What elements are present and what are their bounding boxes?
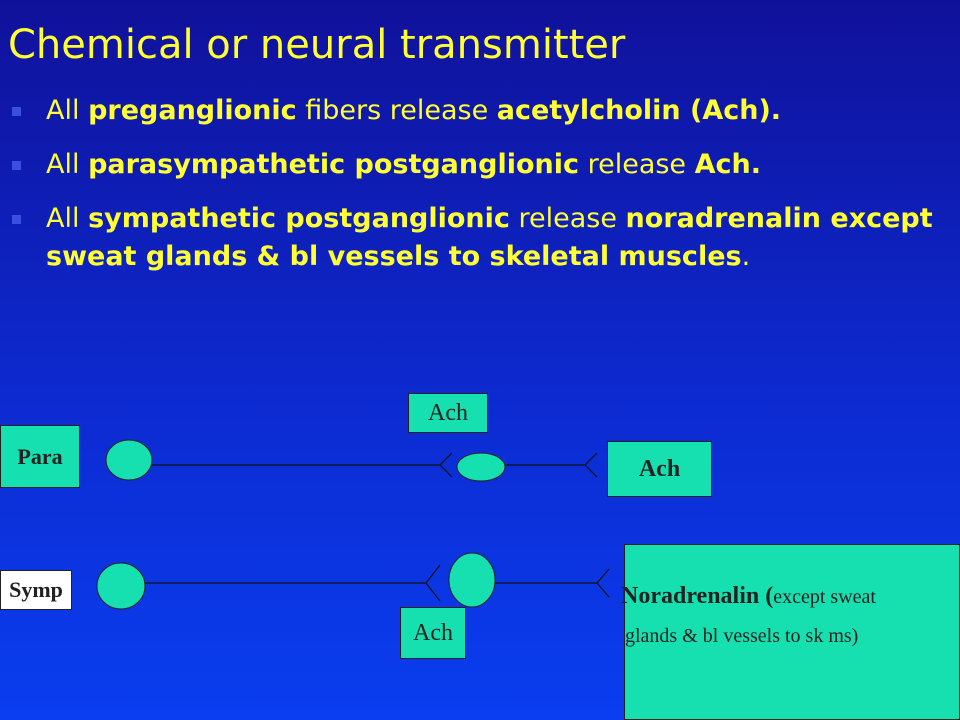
noradrenalin-line-1: Noradrenalin (except sweat [621, 583, 876, 610]
bullet-text: All [46, 149, 89, 180]
bullet-item: All preganglionic fibers release acetylc… [12, 92, 952, 130]
symp-synapse-ending [425, 564, 441, 602]
bullet-bold-text: parasympathetic postganglionic [88, 149, 579, 180]
ach-bottom-label: Ach [400, 607, 466, 659]
bullet-bold-text: Ach. [694, 149, 762, 180]
para-effector-ending [584, 452, 598, 478]
bullet-bold-text: noradrenalin except sweat glands & bl ve… [46, 203, 933, 272]
bullet-marker-icon [12, 107, 21, 116]
bullet-item: All parasympathetic postganglionic relea… [12, 146, 952, 184]
bullet-text: release [579, 149, 695, 180]
bullet-marker-icon [12, 161, 21, 170]
bullet-text: All [46, 95, 89, 126]
bullet-text: fibers release [296, 95, 497, 126]
slide-title: Chemical or neural transmitter [8, 22, 626, 68]
ach-right-label: Ach [607, 441, 712, 497]
symp-effector-ending [596, 568, 610, 598]
para-label-box: Para [0, 425, 80, 488]
bullet-text: . [741, 241, 751, 272]
noradrenalin-box: Noradrenalin (except sweat glands & bl v… [621, 544, 960, 720]
bullet-marker-icon [12, 215, 21, 224]
bullet-text: All [46, 203, 89, 234]
noradrenalin-line-2: glands & bl vessels to sk ms) [625, 625, 859, 647]
bullet-bold-text: preganglionic [88, 95, 297, 126]
bullet-bold-text: acetylcholin (Ach). [496, 95, 782, 126]
bullet-list: All preganglionic fibers release acetylc… [12, 92, 952, 292]
para-synapse-ending [439, 452, 453, 478]
ach-top-label: Ach [408, 393, 488, 433]
noradrenalin-main-text: Noradrenalin ( [621, 583, 774, 609]
symp-preganglionic-neuron-body [96, 562, 146, 610]
para-preganglionic-neuron-body [105, 439, 153, 481]
bullet-bold-text: sympathetic postganglionic [88, 203, 510, 234]
bullet-text: release [509, 203, 626, 234]
para-ganglion-neuron-body [456, 452, 506, 482]
symp-label-box: Symp [0, 570, 72, 610]
bullet-item: All sympathetic postganglionic release n… [12, 200, 952, 276]
symp-ganglion-neuron-body [448, 552, 496, 608]
noradrenalin-small-text: except sweat [773, 586, 876, 608]
